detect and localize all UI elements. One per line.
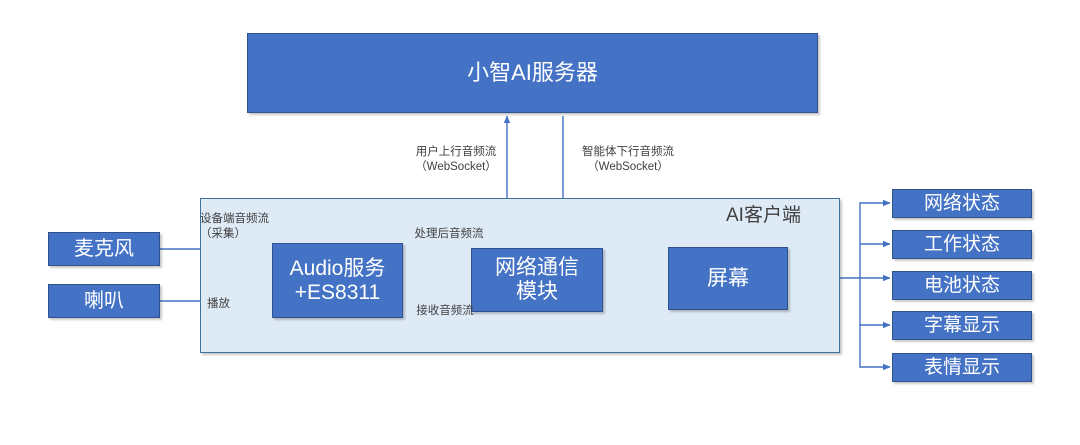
edge-label-capture: 设备端音频流 （采集） xyxy=(200,213,269,240)
output-node-subtitle-display[interactable]: 字幕显示 xyxy=(892,311,1032,340)
screen-node[interactable]: 屏幕 xyxy=(668,247,788,310)
audio-service-node[interactable]: Audio服务 +ES8311 xyxy=(272,243,403,318)
output-node-work-status[interactable]: 工作状态 xyxy=(892,230,1032,259)
arrow-screen-to-subtitle xyxy=(859,278,891,329)
edge-label-processed-audio: 处理后音频流 xyxy=(414,228,484,240)
edge-label-playback: 播放 xyxy=(207,298,230,310)
edge-label-downlink: 智能体下行音频流 （WebSocket） xyxy=(582,146,674,173)
edge-label-uplink: 用户上行音频流 （WebSocket） xyxy=(415,146,497,173)
network-module-node[interactable]: 网络通信 模块 xyxy=(471,248,603,312)
output-node-emoji-display[interactable]: 表情显示 xyxy=(892,353,1032,382)
edge-label-received-audio: 接收音频流 xyxy=(416,305,474,317)
output-node-network-status[interactable]: 网络状态 xyxy=(892,189,1032,218)
output-node-battery-status[interactable]: 电池状态 xyxy=(892,271,1032,300)
server-node[interactable]: 小智AI服务器 xyxy=(247,33,818,113)
speaker-node[interactable]: 喇叭 xyxy=(48,284,160,318)
arrow-screen-to-emoji xyxy=(859,325,891,371)
microphone-node[interactable]: 麦克风 xyxy=(48,232,160,266)
ai-client-panel-label: AI客户端 xyxy=(726,205,801,226)
